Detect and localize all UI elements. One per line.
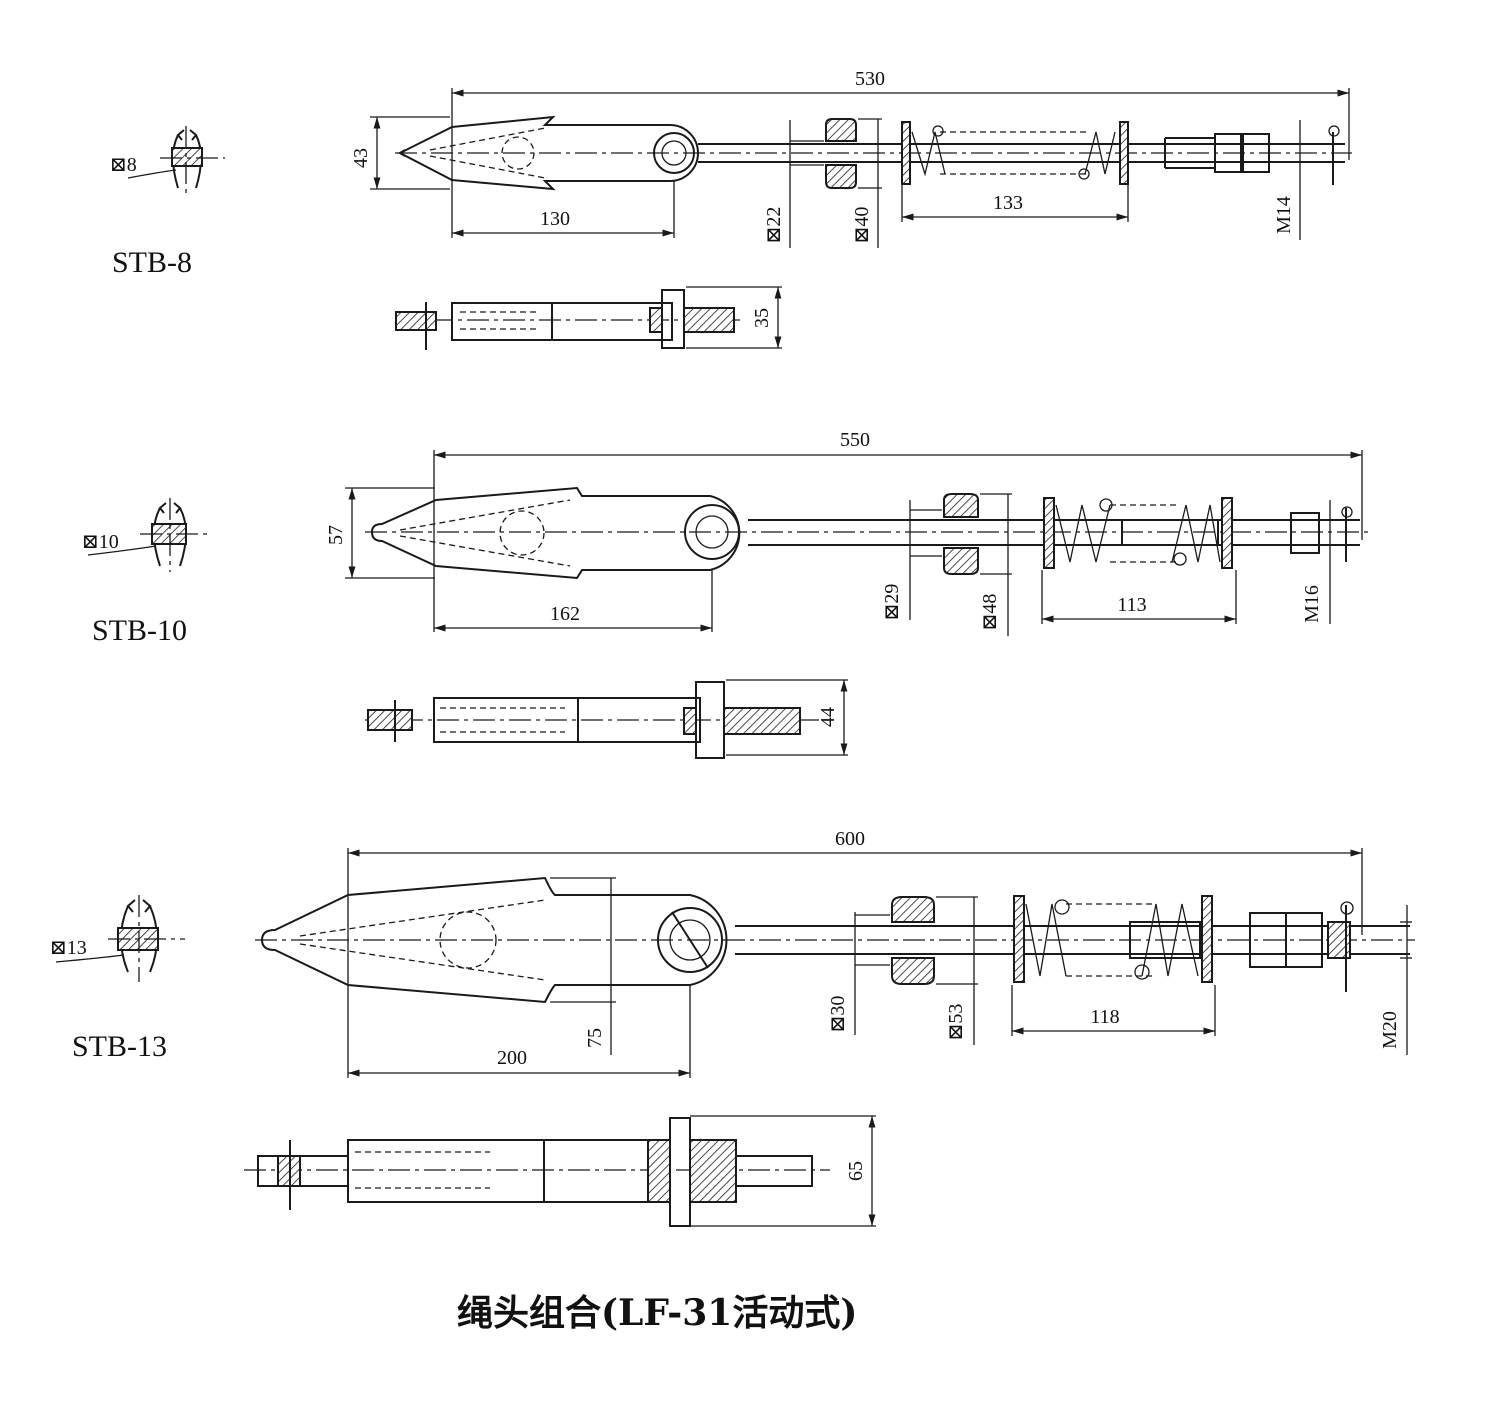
dim-spring-stb-10: 113 [1117,594,1146,616]
dim-spring-stb-13: 118 [1090,1006,1119,1028]
dim-spring-stb-8: 133 [993,192,1023,214]
dim-socket-stb-10: 162 [550,603,580,625]
dim-sq-inner-stb-10: ⊠29 [881,584,903,621]
section-mark-stb-13: ⊠13 [50,937,87,959]
model-label-stb-13: STB-13 [72,1030,167,1063]
dim-side-width-stb-8: 35 [751,308,773,328]
dim-sq-outer-stb-8: ⊠40 [851,207,873,244]
assembly-stb-13: ⊠13 STB-13 600 75 [50,828,1415,1227]
dim-height-stb-13: 75 [584,1028,606,1048]
dim-sq-outer-stb-13: ⊠53 [945,1004,967,1041]
assembly-stb-10: ⊠10 STB-10 550 57 162 [82,429,1368,759]
section-icon-stb-13 [55,895,185,982]
dim-overall-stb-13: 600 [835,828,865,850]
section-mark-stb-10: ⊠10 [82,531,119,553]
section-mark-stb-8: ⊠8 [110,154,137,176]
dim-thread-stb-8: M14 [1273,196,1295,234]
drawing-title: 绳头组合(LF-31活动式) [457,1292,857,1334]
dim-socket-stb-8: 130 [540,208,570,230]
dim-side-width-stb-10: 44 [817,707,839,727]
dim-height-stb-10: 57 [325,525,347,545]
section-icon-stb-8 [127,126,225,195]
assembly-stb-8: ⊠8 STB-8 5 [110,68,1352,350]
dim-sq-outer-stb-10: ⊠48 [979,594,1001,631]
dim-sq-inner-stb-13: ⊠30 [827,996,849,1033]
dim-socket-stb-13: 200 [497,1047,527,1069]
dim-thread-stb-10: M16 [1301,585,1323,623]
dim-height-stb-8: 43 [350,148,372,168]
dim-overall-stb-10: 550 [840,429,870,451]
dim-sq-inner-stb-8: ⊠22 [763,207,785,244]
dim-overall-stb-8: 530 [855,68,885,90]
dim-side-width-stb-13: 65 [845,1161,867,1181]
model-label-stb-8: STB-8 [112,246,192,279]
model-label-stb-10: STB-10 [92,614,187,647]
dim-thread-stb-13: M20 [1379,1011,1401,1049]
section-icon-stb-10 [87,498,212,572]
